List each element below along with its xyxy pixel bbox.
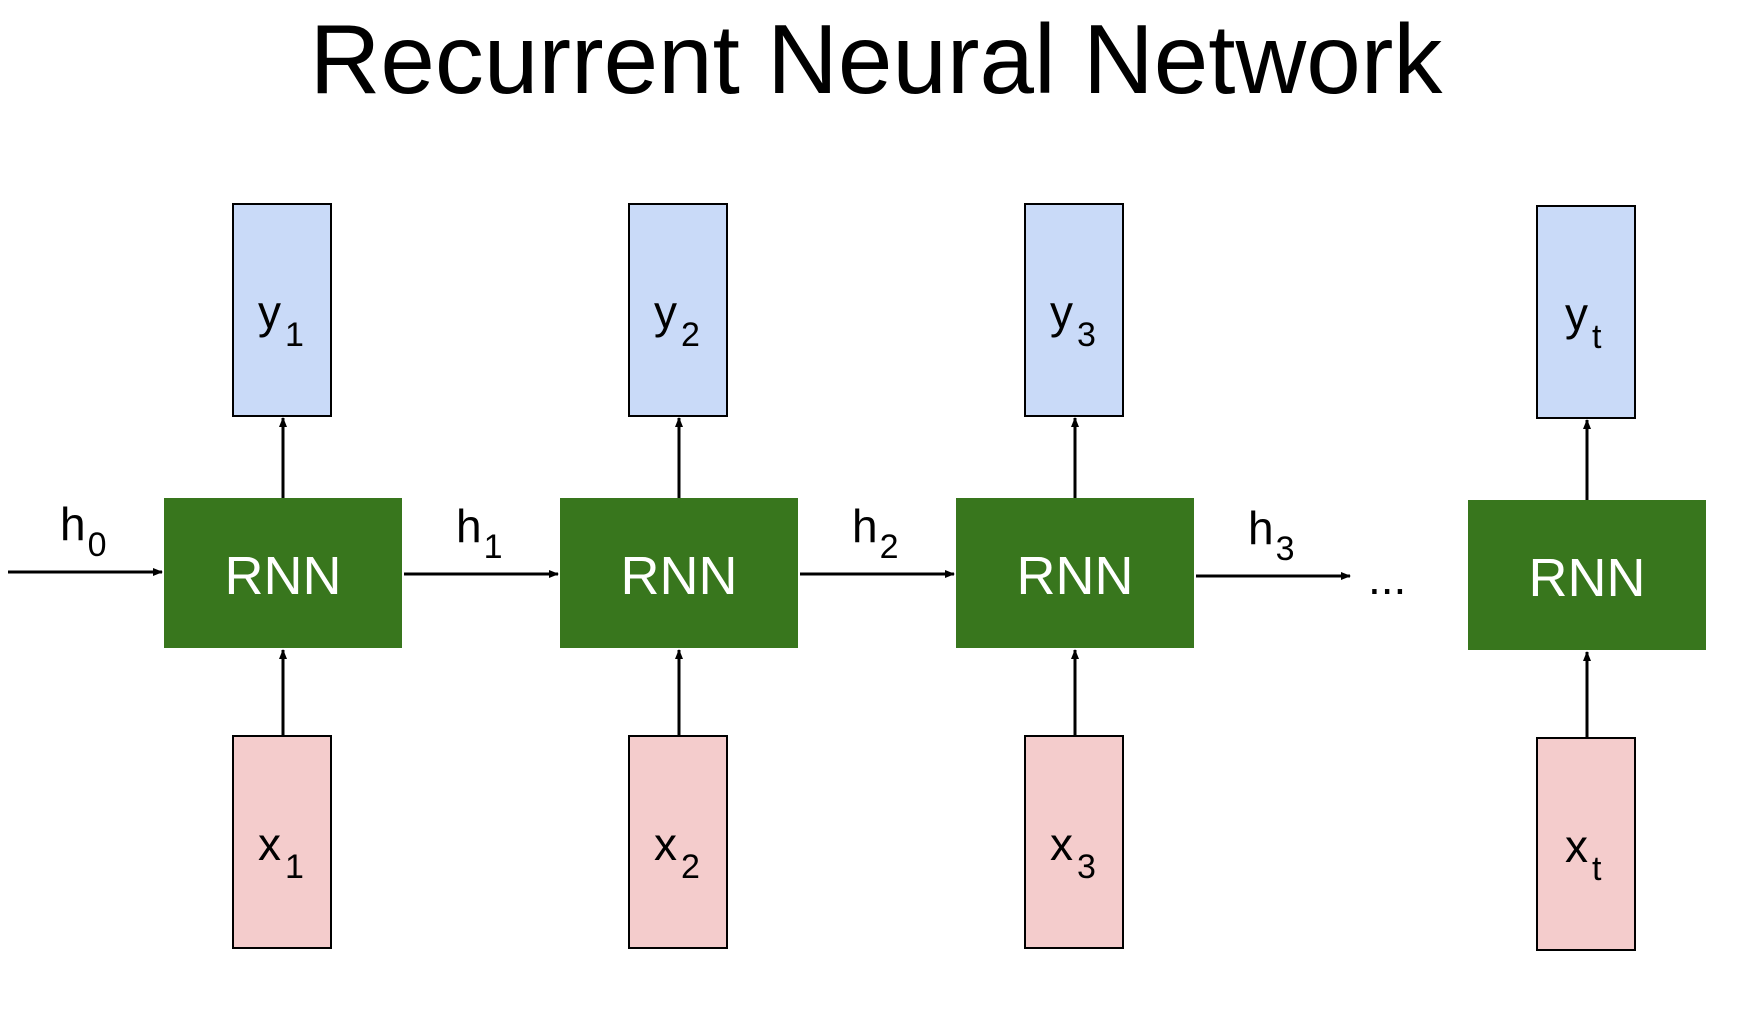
hidden-label-h1: h1: [456, 500, 503, 566]
output-subscript: 2: [681, 316, 700, 354]
output-box-y1: [232, 203, 332, 417]
input-subscript: 1: [285, 848, 304, 886]
input-box-x3: [1024, 735, 1124, 949]
hidden-label-h0: h0: [60, 498, 107, 564]
rnn-label-3: RNN: [1017, 546, 1134, 606]
input-base: x: [1050, 818, 1073, 870]
hidden-subscript: 0: [88, 526, 107, 564]
rnn-block-t: [1468, 500, 1706, 650]
hidden-subscript: 3: [1276, 530, 1295, 568]
hidden-base: h: [456, 500, 482, 552]
hidden-base: h: [852, 500, 878, 552]
hidden-base: h: [60, 498, 86, 550]
hidden-subscript: 2: [880, 528, 899, 566]
output-subscript: 3: [1077, 316, 1096, 354]
input-subscript: 2: [681, 848, 700, 886]
hidden-base: h: [1248, 502, 1274, 554]
input-box-x1: [232, 735, 332, 949]
output-base: y: [1050, 286, 1073, 338]
hidden-label-h3: h3: [1248, 502, 1295, 568]
input-box-xt: [1536, 737, 1636, 951]
input-base: x: [258, 818, 281, 870]
input-base: x: [654, 818, 677, 870]
ellipsis: ...: [1368, 552, 1406, 604]
input-base: x: [1565, 820, 1588, 872]
rnn-label-1: RNN: [225, 546, 342, 606]
output-base: y: [1565, 288, 1588, 340]
rnn-label-t: RNN: [1529, 548, 1646, 608]
output-base: y: [654, 286, 677, 338]
rnn-label-2: RNN: [621, 546, 738, 606]
output-box-y3: [1024, 203, 1124, 417]
input-subscript: t: [1592, 850, 1602, 888]
diagram-title: Recurrent Neural Network: [309, 4, 1443, 114]
rnn-block-3: [956, 498, 1194, 648]
input-box-x2: [628, 735, 728, 949]
output-box-yt: [1536, 205, 1636, 419]
input-subscript: 3: [1077, 848, 1096, 886]
hidden-subscript: 1: [484, 528, 503, 566]
output-subscript: t: [1592, 318, 1602, 356]
rnn-block-2: [560, 498, 798, 648]
output-base: y: [258, 286, 281, 338]
hidden-label-h2: h2: [852, 500, 899, 566]
output-box-y2: [628, 203, 728, 417]
rnn-block-1: [164, 498, 402, 648]
output-subscript: 1: [285, 316, 304, 354]
